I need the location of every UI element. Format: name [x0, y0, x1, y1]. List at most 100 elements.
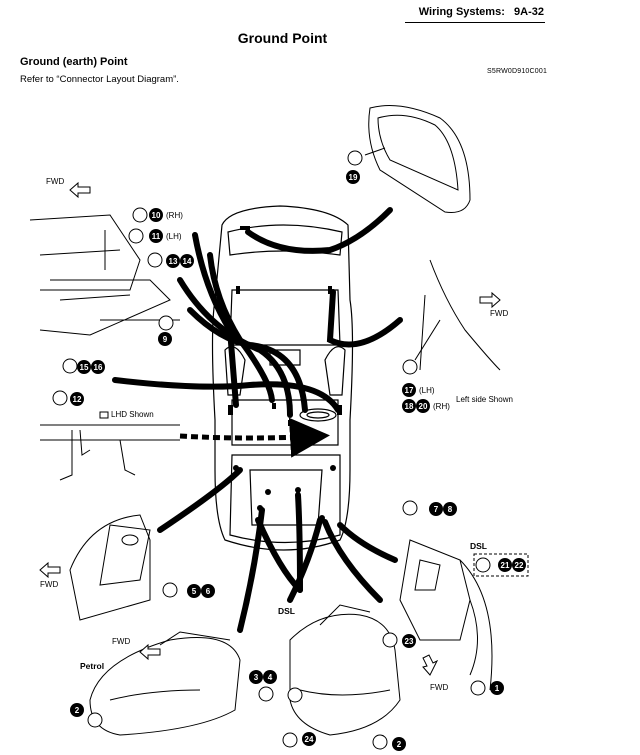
- callout-17: 17: [402, 383, 416, 397]
- callout-18: 18: [402, 399, 416, 413]
- svg-text:17: 17: [405, 386, 414, 395]
- callout-10: 10: [149, 208, 163, 222]
- callout-15: 15: [77, 360, 91, 374]
- svg-text:14: 14: [183, 257, 192, 266]
- label-lh-17: (LH): [419, 386, 435, 395]
- fwd-arrow-5: [422, 654, 439, 676]
- callout-8: 8: [443, 502, 457, 516]
- svg-text:2: 2: [75, 706, 80, 715]
- label-rh-18-20: (RH): [433, 402, 450, 411]
- detail-battery-area: [69, 514, 151, 621]
- text-labels: FWD FWD FWD FWD FWD LHD Shown Left side …: [40, 177, 513, 692]
- svg-text:20: 20: [419, 402, 428, 411]
- header-section: Wiring Systems: 9A-32: [418, 6, 544, 18]
- header-page-number: 9A-32: [514, 6, 544, 18]
- svg-text:3: 3: [254, 673, 259, 682]
- ground-symbol-icons: [52, 150, 491, 750]
- callout-22: 22: [512, 558, 526, 572]
- svg-text:2: 2: [397, 740, 402, 749]
- label-fwd-4: FWD: [112, 637, 130, 646]
- detail-dsl-engine: [289, 604, 401, 736]
- ground-icon-10: [132, 207, 148, 223]
- svg-text:23: 23: [405, 637, 414, 646]
- callout-7: 7: [429, 502, 443, 516]
- svg-text:22: 22: [515, 561, 524, 570]
- fwd-arrow-2: [479, 291, 501, 309]
- callout-13: 13: [166, 254, 180, 268]
- ground-icon-23: [382, 632, 398, 648]
- label-fwd-3: FWD: [40, 580, 58, 589]
- svg-text:4: 4: [268, 673, 273, 682]
- svg-text:9: 9: [163, 335, 168, 344]
- fwd-arrow-1: [69, 181, 91, 199]
- callout-2b: 2: [392, 737, 406, 751]
- ground-icon-12: [52, 390, 68, 406]
- fwd-arrow-3: [39, 561, 61, 579]
- body-ground-markers: [228, 226, 342, 521]
- svg-text:11: 11: [152, 232, 161, 241]
- ground-icon-19: [347, 150, 363, 166]
- ground-icon-7: [402, 500, 418, 516]
- page-title: Ground Point: [237, 30, 328, 46]
- svg-text:7: 7: [434, 505, 439, 514]
- label-petrol: Petrol: [80, 661, 104, 671]
- callout-21: 21: [498, 558, 512, 572]
- svg-text:13: 13: [169, 257, 178, 266]
- header-rule: [405, 22, 545, 23]
- ground-icon-13: [147, 252, 163, 268]
- fwd-arrows: [39, 181, 501, 676]
- ground-icon-9: [158, 315, 174, 331]
- label-lh-11: (LH): [166, 232, 182, 241]
- label-left-side-shown: Left side Shown: [456, 395, 513, 404]
- ground-icon-21: [475, 557, 491, 573]
- detail-petrol-engine: [89, 631, 241, 736]
- ground-icon-11: [128, 228, 144, 244]
- svg-text:19: 19: [349, 173, 358, 182]
- detail-left-side: [414, 259, 501, 371]
- callout-1: 1: [490, 681, 504, 695]
- label-fwd-2: FWD: [490, 309, 508, 318]
- ground-icon-15: [62, 358, 78, 374]
- callout-2a: 2: [70, 703, 84, 717]
- svg-text:5: 5: [192, 587, 197, 596]
- ground-icon-3: [258, 686, 274, 702]
- label-dsl-fender: DSL: [470, 541, 487, 551]
- figure-code: S5RW0D910C001: [487, 68, 548, 75]
- svg-text:1: 1: [495, 684, 500, 693]
- svg-text:10: 10: [152, 211, 161, 220]
- detail-fender-dsl: [399, 539, 493, 691]
- callout-12: 12: [70, 392, 84, 406]
- callouts: 19 10 (RH) 11 (LH) 13 14 9 15 16 12 17 (…: [70, 170, 526, 751]
- detail-lhd: [40, 411, 180, 481]
- svg-text:24: 24: [305, 735, 314, 744]
- detail-tailgate: [364, 105, 471, 213]
- callout-6: 6: [201, 584, 215, 598]
- svg-text:16: 16: [94, 363, 103, 372]
- svg-text:15: 15: [80, 363, 89, 372]
- ground-icon-1: [470, 680, 486, 696]
- callout-11: 11: [149, 229, 163, 243]
- pointer-lines: [112, 207, 403, 633]
- fwd-arrow-4: [139, 643, 161, 661]
- svg-text:18: 18: [405, 402, 414, 411]
- dsl-dashed-box: [473, 553, 529, 577]
- ground-icon-24: [282, 732, 298, 748]
- ground-icon-2a: [87, 712, 103, 728]
- callout-4: 4: [263, 670, 277, 684]
- callout-9: 9: [158, 332, 172, 346]
- label-fwd-5: FWD: [430, 683, 448, 692]
- reference-note: Refer to “Connector Layout Diagram”.: [20, 74, 179, 85]
- svg-text:8: 8: [448, 505, 453, 514]
- label-fwd-1: FWD: [46, 177, 64, 186]
- label-dsl-engine: DSL: [278, 606, 295, 616]
- svg-text:12: 12: [73, 395, 82, 404]
- ground-icon-17: [402, 359, 418, 375]
- label-rh-10: (RH): [166, 211, 183, 220]
- label-lhd-shown: LHD Shown: [111, 410, 154, 419]
- svg-text:21: 21: [501, 561, 510, 570]
- callout-23: 23: [402, 634, 416, 648]
- callout-16: 16: [91, 360, 105, 374]
- callout-20: 20: [416, 399, 430, 413]
- callout-5: 5: [187, 584, 201, 598]
